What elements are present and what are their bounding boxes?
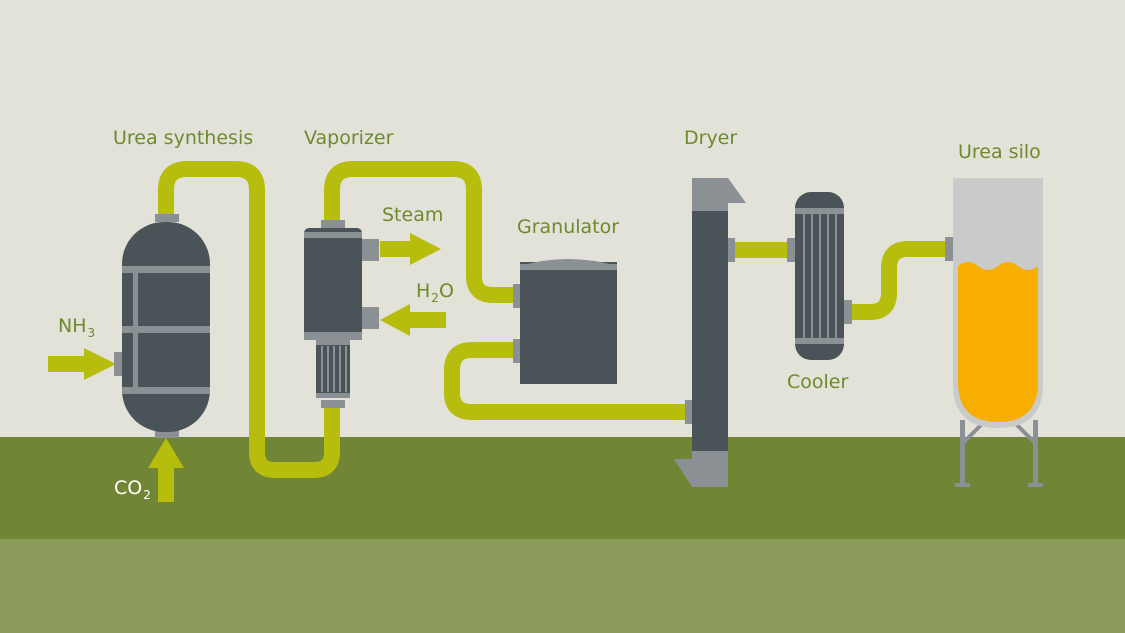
label-vaporizer: Vaporizer xyxy=(304,127,394,149)
dryer-unit xyxy=(674,178,746,487)
nozzle-granulator-in xyxy=(513,284,521,308)
label-co2-main: CO xyxy=(114,477,143,499)
label-steam: Steam xyxy=(382,204,444,226)
granulator-unit xyxy=(520,259,617,384)
nozzle-cooler-out xyxy=(844,300,852,324)
label-urea-synthesis: Urea synthesis xyxy=(113,127,254,149)
label-co2: CO2 xyxy=(114,477,151,502)
arrow-steam-out xyxy=(410,233,441,265)
label-h2o: H2O xyxy=(416,280,454,305)
pipe-cooler-to-silo xyxy=(848,241,947,320)
ground-light-band xyxy=(0,539,1125,633)
urea-silo xyxy=(953,178,1043,487)
arrow-nh3-in xyxy=(84,348,116,380)
label-h2o-sub: 2 xyxy=(431,291,439,305)
nozzle-dryer-in xyxy=(685,400,693,424)
label-urea-silo: Urea silo xyxy=(958,141,1041,163)
nozzle-vaporizer-steam xyxy=(361,239,379,261)
label-nh3: NH3 xyxy=(58,315,95,340)
arrow-h2o-in xyxy=(380,304,410,336)
nozzle-vaporizer-h2o xyxy=(361,307,379,329)
pipe-vaporizer-to-granulator xyxy=(324,161,516,303)
label-nh3-main: NH xyxy=(58,315,87,337)
nozzle-granulator-out xyxy=(513,339,521,363)
label-dryer: Dryer xyxy=(684,127,738,149)
nozzle-silo-in xyxy=(945,237,953,261)
nozzle-dryer-out xyxy=(727,238,735,262)
nozzle-synthesis-bottom xyxy=(155,430,179,438)
nozzle-vaporizer-bottom xyxy=(321,400,345,408)
label-h2o-main: H xyxy=(416,280,431,302)
label-granulator: Granulator xyxy=(517,216,620,238)
nozzle-vaporizer-top xyxy=(321,220,345,228)
pipe-synthesis-to-vaporizer xyxy=(158,161,340,478)
silo-product-fill xyxy=(958,262,1038,422)
label-cooler: Cooler xyxy=(787,371,849,393)
nozzle-cooler-in xyxy=(787,238,795,262)
nozzle-synthesis-side xyxy=(114,352,122,376)
label-co2-sub: 2 xyxy=(143,488,151,502)
nozzle-synthesis-top xyxy=(155,214,179,222)
ground-dark-band xyxy=(0,437,1125,539)
arrow-co2-in xyxy=(148,438,184,468)
vaporizer-unit xyxy=(304,228,362,398)
label-nh3-sub: 3 xyxy=(87,326,96,340)
label-h2o-tail: O xyxy=(438,280,454,302)
urea-synthesis-reactor xyxy=(122,222,210,432)
cooler-unit xyxy=(795,192,844,360)
pipe-granulator-to-dryer xyxy=(444,342,686,420)
